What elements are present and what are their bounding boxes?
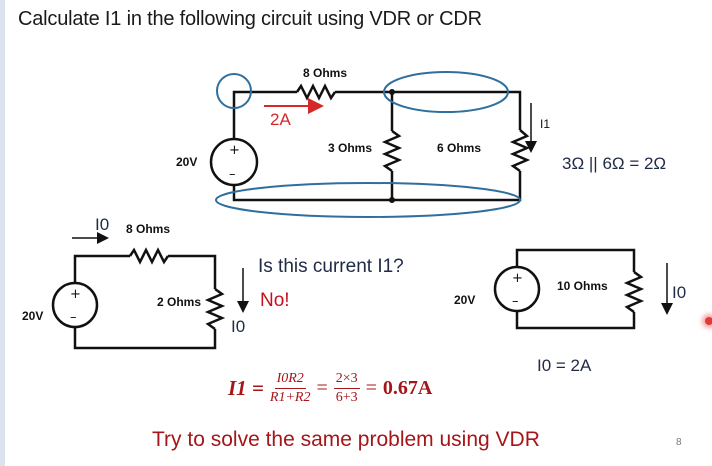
laser-pointer-dot [705,317,712,325]
current-label-i0-side: I0 [231,317,245,336]
wire [335,90,522,130]
wire [515,248,636,272]
resistor-2-ohms [204,287,226,331]
resistor-label-2: 2 Ohms [157,295,201,309]
wire [73,254,130,282]
question-text: Is this current I1? [258,256,404,277]
answer-text: No! [260,290,290,311]
current-label-i0: I0 [672,283,686,302]
minus-sign: – [229,167,236,182]
resistor-label-3: 3 Ohms [328,141,372,155]
current-label-i0-top: I0 [95,215,109,234]
resistor-8-ohms [128,247,170,265]
parallel-resistance-note: 3Ω || 6Ω = 2Ω [562,154,667,173]
fraction-values: 2×3 6+3 [333,370,360,407]
resistor-10-ohms [623,270,645,314]
page-number: 8 [676,437,682,448]
minus-sign: – [512,294,519,309]
current-label-i1: I1 [540,117,550,131]
equation-result: 0.67A [382,377,433,399]
resistor-8-ohms [295,83,337,101]
fraction-formula: I0R2 R1+R2 [270,370,311,407]
current-label-2a: 2A [270,110,291,129]
fraction-denominator: R1+R2 [269,390,311,405]
resistor-label-8: 8 Ohms [126,222,170,236]
voltage-source [51,281,99,329]
plus-sign: + [70,287,81,302]
node-dot [389,89,395,95]
slide-title: Calculate I1 in the following circuit us… [18,8,482,30]
fraction-denominator: 6+3 [335,390,358,405]
source-voltage-label: 20V [176,155,197,169]
source-voltage-label: 20V [22,309,43,323]
resistor-label-8: 8 Ohms [303,66,347,80]
equation-lhs: I1 = [228,376,264,400]
highlight-ellipse-top [383,71,509,113]
node-dot [389,197,395,203]
plus-sign: + [229,143,240,158]
left-circuit [73,247,226,350]
resistor-label-10: 10 Ohms [557,279,608,293]
equation: I1 = I0R2 R1+R2 = 2×3 6+3 = 0.67A [228,370,432,407]
slide-edge-bar [0,0,5,466]
voltage-source [493,265,541,313]
fraction-numerator: 2×3 [333,370,360,389]
equals-sign: = [316,377,328,399]
wire [515,312,636,330]
right-circuit [515,248,645,330]
wire [232,90,297,140]
voltage-source [209,137,259,187]
resistor-3-ohms [381,129,403,173]
footer-instruction: Try to solve the same problem using VDR [152,428,540,451]
plus-sign: + [512,271,523,286]
io-result: I0 = 2A [537,356,592,375]
resistor-6-ohms [509,129,531,173]
source-voltage-label: 20V [454,293,475,307]
fraction-numerator: I0R2 [274,370,306,389]
wire [73,327,217,350]
minus-sign: – [70,310,77,325]
highlight-circle-node [216,73,252,109]
resistor-label-6: 6 Ohms [437,141,481,155]
equals-sign: = [365,377,377,399]
highlight-ellipse-bottom [215,182,521,218]
wire [168,254,217,289]
